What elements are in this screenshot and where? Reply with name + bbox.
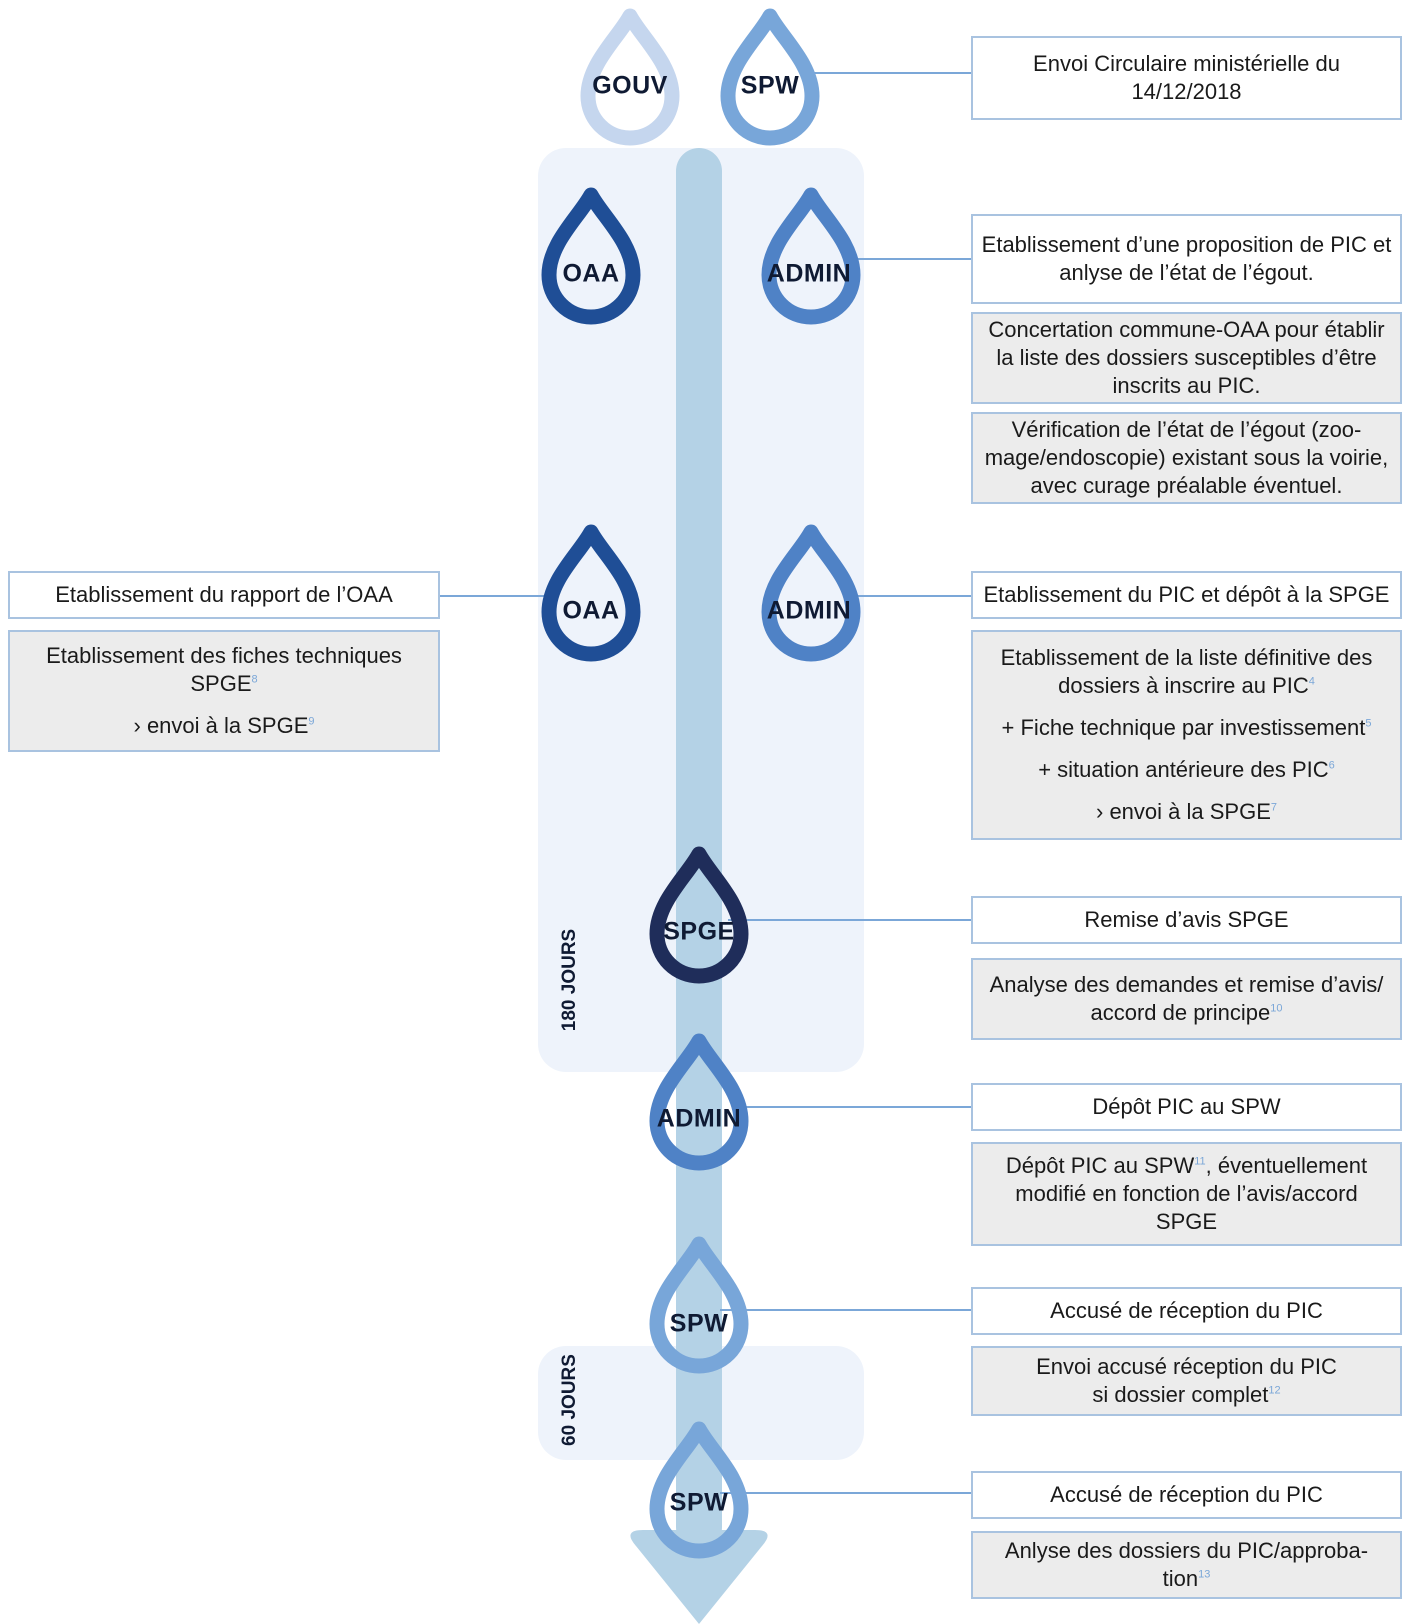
step-analyse-text: Analyse des demandes et remise d’avis/ a…	[989, 972, 1384, 1025]
step-accuse-1: Accusé de réception du PIC	[971, 1287, 1402, 1335]
step-rapport-oaa: Etablissement du rapport de l’OAA	[8, 571, 440, 619]
step-liste-definitive: Etablissement de la liste définitive des…	[971, 630, 1402, 840]
step-depot-detail-text: Dépôt PIC au SPW11, éventuellement modif…	[1005, 1153, 1368, 1234]
drop-label-spw-top: SPW	[740, 71, 800, 100]
step-fiches-b: › envoi à la SPGE9	[133, 713, 315, 738]
step-envoi-accuse-text: Envoi accusé réception du PIC si dossier…	[1036, 1354, 1337, 1407]
drop-label-oaa1: OAA	[562, 259, 620, 288]
step-envoi-accuse: Envoi accusé réception du PIC si dossier…	[971, 1346, 1402, 1416]
step-liste-b: + Fiche technique par investissement5	[1001, 715, 1372, 740]
drop-label-gouv: GOUV	[592, 71, 668, 100]
step-circulaire: Envoi Circulaire ministérielle du 14/12/…	[971, 36, 1402, 120]
step-liste-d: › envoi à la SPGE7	[1096, 799, 1277, 824]
step-depot: Dépôt PIC au SPW	[971, 1083, 1402, 1131]
step-anlyse-dossiers-text: Anlyse des dossiers du PIC/approba-tion1…	[1004, 1538, 1369, 1591]
connector-lines	[440, 72, 971, 1494]
step-circulaire-text: Envoi Circulaire ministérielle du 14/12/…	[1033, 51, 1340, 104]
footnote-ref: 12	[1268, 1384, 1281, 1397]
drop-label-oaa2: OAA	[562, 596, 620, 625]
step-depot-detail: Dépôt PIC au SPW11, éventuellement modif…	[971, 1142, 1402, 1246]
step-verification-text: Vérification de l’état de l’égout (zoo-m…	[984, 417, 1389, 498]
timeline-arrow-head	[630, 1530, 768, 1624]
step-analyse: Analyse des demandes et remise d’avis/ a…	[971, 958, 1402, 1040]
footnote-ref: 9	[308, 715, 315, 728]
footnote-ref: 13	[1198, 1568, 1211, 1581]
footnote-ref: 6	[1328, 759, 1335, 772]
period-label-180: 180 JOURS	[559, 928, 580, 1032]
step-depot-text: Dépôt PIC au SPW	[1092, 1094, 1281, 1119]
step-etablissement-pic: Etablissement du PIC et dépôt à la SPGE	[971, 571, 1402, 619]
footnote-ref: 11	[1194, 1155, 1206, 1168]
step-remise-avis: Remise d’avis SPGE	[971, 896, 1402, 944]
drop-label-spw3: SPW	[669, 1488, 729, 1517]
step-verification: Vérification de l’état de l’égout (zoo-m…	[971, 412, 1402, 504]
step-accuse-1-text: Accusé de réception du PIC	[1050, 1298, 1323, 1323]
footnote-ref: 4	[1308, 675, 1315, 688]
step-accuse-2: Accusé de réception du PIC	[971, 1471, 1402, 1519]
step-proposition-text: Etablissement d’une proposition de PIC e…	[981, 232, 1392, 285]
step-etablissement-pic-text: Etablissement du PIC et dépôt à la SPGE	[983, 582, 1390, 607]
step-proposition: Etablissement d’une proposition de PIC e…	[971, 214, 1402, 304]
drop-label-admin3: ADMIN	[656, 1104, 742, 1133]
footnote-ref: 8	[251, 673, 258, 686]
step-rapport-oaa-text: Etablissement du rapport de l’OAA	[55, 582, 393, 607]
footnote-ref: 7	[1270, 801, 1277, 814]
step-anlyse-dossiers: Anlyse des dossiers du PIC/approba-tion1…	[971, 1531, 1402, 1599]
step-accuse-2-text: Accusé de réception du PIC	[1050, 1482, 1323, 1507]
drop-label-spge: SPGE	[663, 917, 735, 946]
step-concertation: Concertation commune-OAA pour établir la…	[971, 312, 1402, 404]
step-remise-avis-text: Remise d’avis SPGE	[1084, 907, 1289, 932]
footnote-ref: 5	[1365, 717, 1372, 730]
drop-label-spw2: SPW	[669, 1309, 729, 1338]
step-liste-c: + situation antérieure des PIC6	[1038, 757, 1335, 782]
step-liste-a: Etablissement de la liste définitive des…	[1000, 645, 1373, 698]
period-label-60: 60 JOURS	[559, 1354, 580, 1446]
step-fiches-techniques: Etablissement des fiches techniques SPGE…	[8, 630, 440, 752]
step-fiches-a: Etablissement des fiches techniques SPGE…	[46, 643, 402, 696]
drop-label-admin2: ADMIN	[766, 596, 852, 625]
drop-label-admin1: ADMIN	[766, 259, 852, 288]
step-concertation-text: Concertation commune-OAA pour établir la…	[988, 317, 1385, 398]
footnote-ref: 10	[1270, 1002, 1283, 1015]
